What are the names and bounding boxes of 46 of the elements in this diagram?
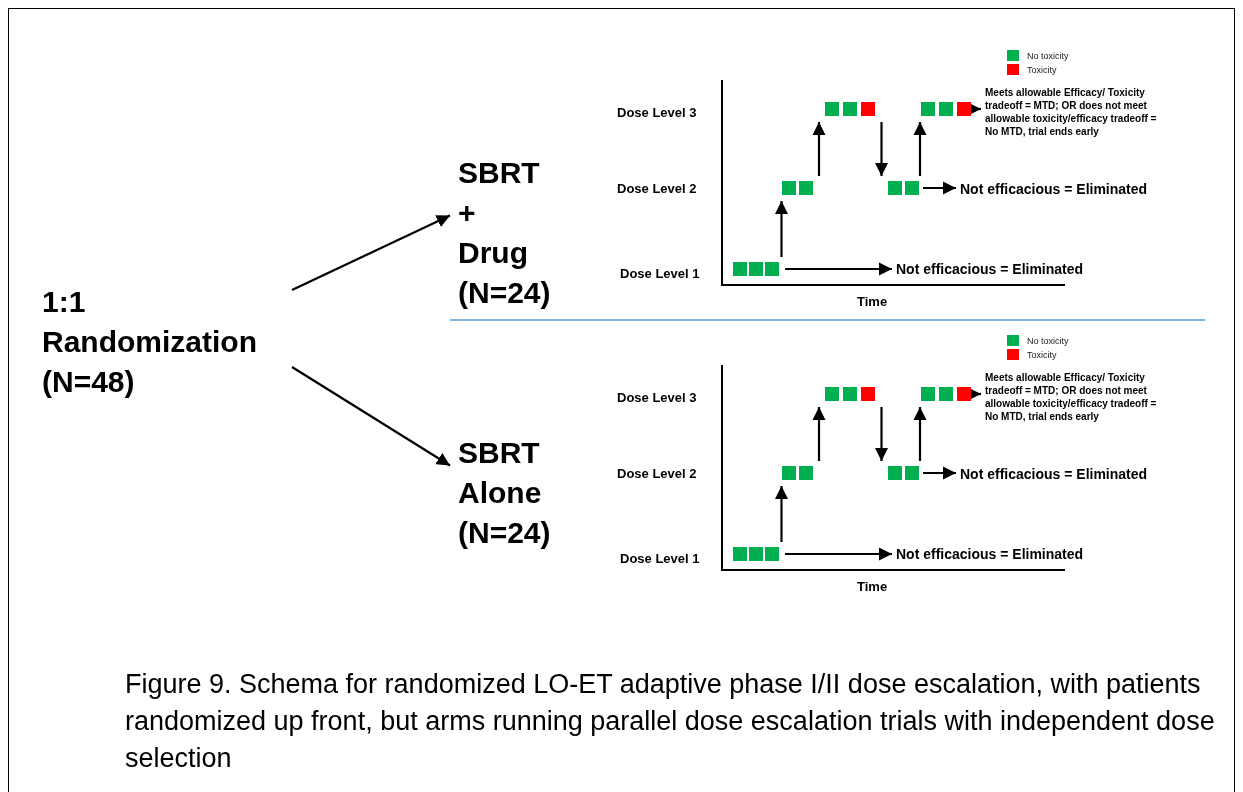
- arrow: [923, 181, 956, 195]
- outcome-text: Meets allowable Efficacy/ Toxicity tradeoff = MTD; OR does not meet allowable toxicity/efficacy tradeoff = No MTD, trial ends early: [985, 86, 1157, 152]
- dose-level-label: Dose Level 2: [617, 181, 697, 197]
- axis-title: Time: [857, 294, 888, 310]
- patient-cohort-blocks: [733, 262, 781, 276]
- arrow: [874, 407, 889, 461]
- arrow: [774, 486, 789, 542]
- axis-title: Time: [857, 579, 888, 595]
- outcome-text: Not efficacious = Eliminated: [960, 465, 1175, 483]
- outcome-text: Meets allowable Efficacy/ Toxicity tradeoff = MTD; OR does not meet allowable toxicity/efficacy tradeoff = No MTD, trial ends early: [985, 371, 1157, 437]
- patient-cohort-blocks: [888, 181, 919, 195]
- arrow: [874, 122, 889, 176]
- arrow: [913, 122, 927, 176]
- patient-cohort-blocks: [782, 181, 813, 195]
- arrow: [923, 466, 956, 480]
- dose-level-label: Dose Level 2: [617, 466, 697, 482]
- arrow: [812, 122, 826, 176]
- outcome-text: Not efficacious = Eliminated: [960, 180, 1175, 198]
- outcome-text: Not efficacious = Eliminated: [896, 260, 1111, 278]
- arrow: [774, 201, 789, 257]
- arm-label: SBRT Alone (N=24): [458, 433, 553, 558]
- legend-text: Toxicity: [1027, 64, 1057, 76]
- dose-level-label: Dose Level 1: [620, 266, 700, 282]
- arrow: [785, 262, 892, 276]
- outcome-text: Not efficacious = Eliminated: [896, 545, 1111, 563]
- dose-level-label: Dose Level 1: [620, 551, 700, 567]
- dose-level-label: Dose Level 3: [617, 390, 697, 406]
- patient-cohort-blocks: [921, 102, 971, 116]
- arrow: [291, 366, 451, 467]
- patient-cohort-blocks: [782, 466, 813, 480]
- arrow: [812, 407, 826, 461]
- dose-level-label: Dose Level 3: [617, 105, 697, 121]
- arm-label: 1:1 Randomization (N=48): [42, 282, 282, 402]
- arrow: [291, 214, 451, 291]
- arrow: [785, 547, 892, 561]
- patient-cohort-blocks: [825, 102, 875, 116]
- legend-text: No toxicity: [1027, 335, 1069, 347]
- figure-caption: Figure 9. Schema for randomized LO-ET adaptive phase I/II dose escalation, with patients randomized up front, but arms running parallel dose escalation trials with independent dose selection: [125, 668, 1215, 775]
- patient-cohort-blocks: [921, 387, 971, 401]
- patient-cohort-blocks: [825, 387, 875, 401]
- patient-cohort-blocks: [733, 547, 781, 561]
- arm-label: SBRT + Drug (N=24): [458, 153, 553, 313]
- legend-text: No toxicity: [1027, 50, 1069, 62]
- arrow: [913, 407, 927, 461]
- patient-cohort-blocks: [888, 466, 919, 480]
- legend-text: Toxicity: [1027, 349, 1057, 361]
